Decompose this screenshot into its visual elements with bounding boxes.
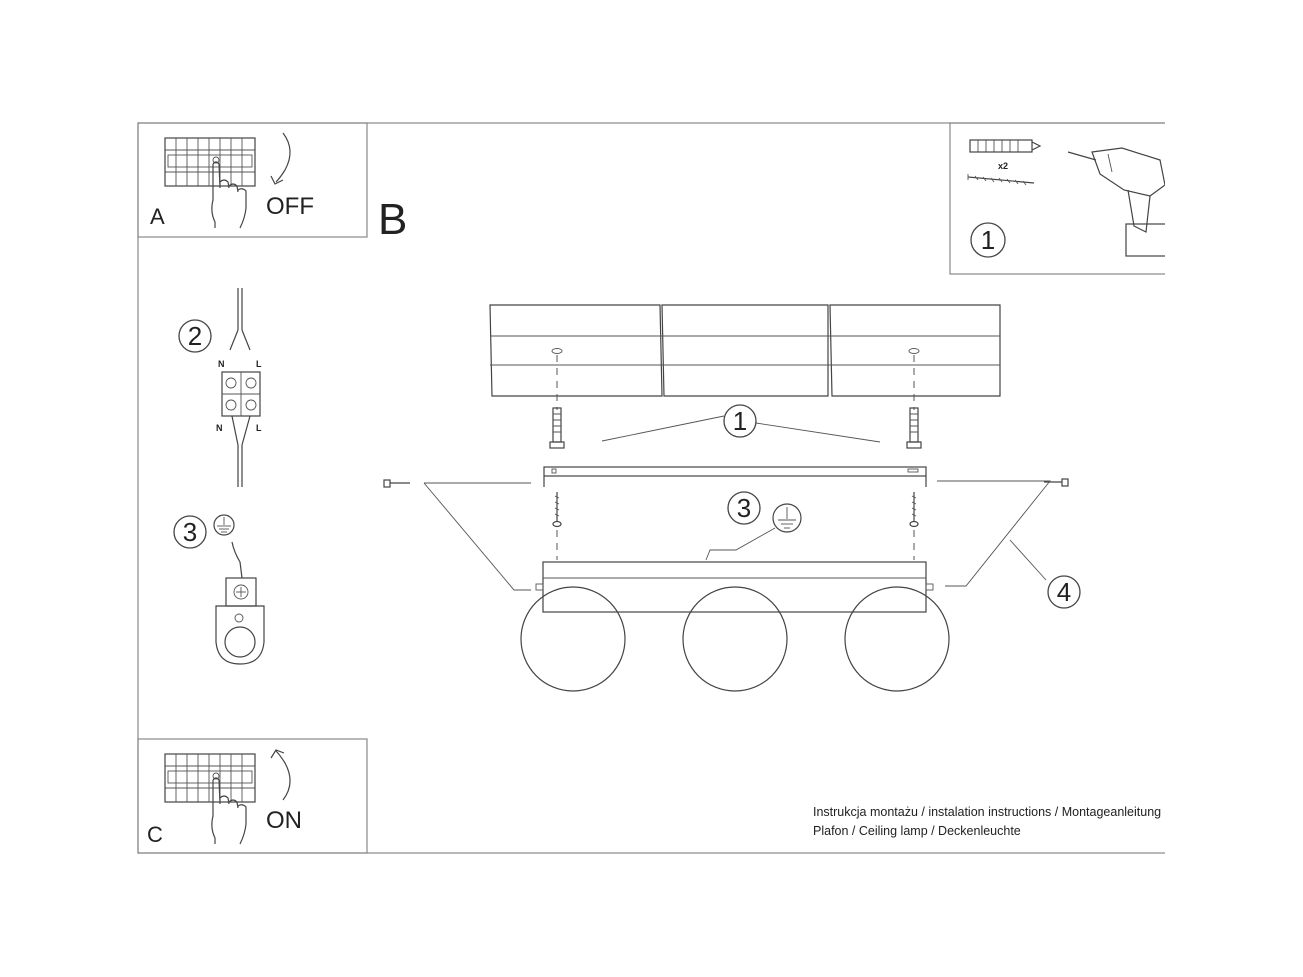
screw-icon	[967, 174, 1035, 186]
lamp-body	[520, 561, 950, 692]
footer-title: Instrukcja montażu / instalation instruc…	[813, 805, 1161, 819]
callout-circle	[723, 404, 757, 438]
earth-step-number: 3	[737, 493, 751, 523]
wiring-step-number: 2	[188, 321, 202, 351]
arrow-up-icon	[270, 749, 291, 801]
breaker-panel-icon	[164, 753, 256, 803]
panel-b-letter: B	[378, 195, 407, 244]
mount-step-number: 1	[733, 406, 747, 436]
tools-panel: x2 1	[949, 122, 1165, 275]
side-step-number: 4	[1057, 577, 1071, 607]
ground-wire	[231, 541, 243, 579]
panel-c-letter: C	[147, 822, 163, 847]
wiring-step: 2 N L N L	[178, 288, 262, 487]
ground-step-number: 3	[183, 517, 197, 547]
side-screw-left	[383, 479, 410, 488]
on-label: ON	[266, 807, 302, 834]
neutral-label-top: N	[218, 359, 225, 369]
hand-icon	[211, 777, 247, 845]
neutral-label-bottom: N	[216, 423, 223, 433]
earth-wire	[705, 527, 776, 561]
panel-b: B	[378, 195, 1081, 692]
terminal-block-icon: N L N L	[216, 288, 262, 487]
wall-plug-left	[549, 407, 565, 449]
ground-step: 3	[173, 514, 265, 665]
off-label: OFF	[266, 193, 314, 220]
sheet-frame	[137, 122, 1165, 854]
panel-a-letter: A	[150, 204, 165, 229]
hand-icon	[211, 161, 247, 229]
breaker-panel-icon	[164, 137, 256, 187]
drill-icon	[1067, 147, 1165, 257]
tools-step-number: 1	[981, 225, 995, 255]
ground-symbol-icon	[772, 503, 802, 533]
wall-plug-right	[906, 407, 922, 449]
glass-globe-center	[682, 586, 788, 692]
screw-left	[552, 492, 562, 560]
screw-right	[909, 492, 919, 560]
side-screw-right	[1044, 478, 1069, 487]
glass-globe-left	[520, 586, 626, 692]
quantity-label: x2	[998, 161, 1008, 171]
wall-plug-icon	[969, 139, 1042, 153]
panel-a: A OFF	[137, 122, 368, 238]
glass-globe-right	[844, 586, 950, 692]
arrow-down-icon	[270, 132, 291, 185]
ceiling-illustration	[489, 304, 1001, 410]
ground-terminal-icon	[215, 577, 265, 665]
ground-symbol-icon	[213, 514, 235, 536]
mounting-bracket	[543, 466, 927, 487]
step-circle	[970, 222, 1006, 258]
panel-c: C ON	[137, 738, 368, 854]
live-label-top: L	[256, 359, 262, 369]
live-label-bottom: L	[256, 423, 262, 433]
footer-subtitle: Plafon / Ceiling lamp / Deckenleuchte	[813, 824, 1021, 838]
